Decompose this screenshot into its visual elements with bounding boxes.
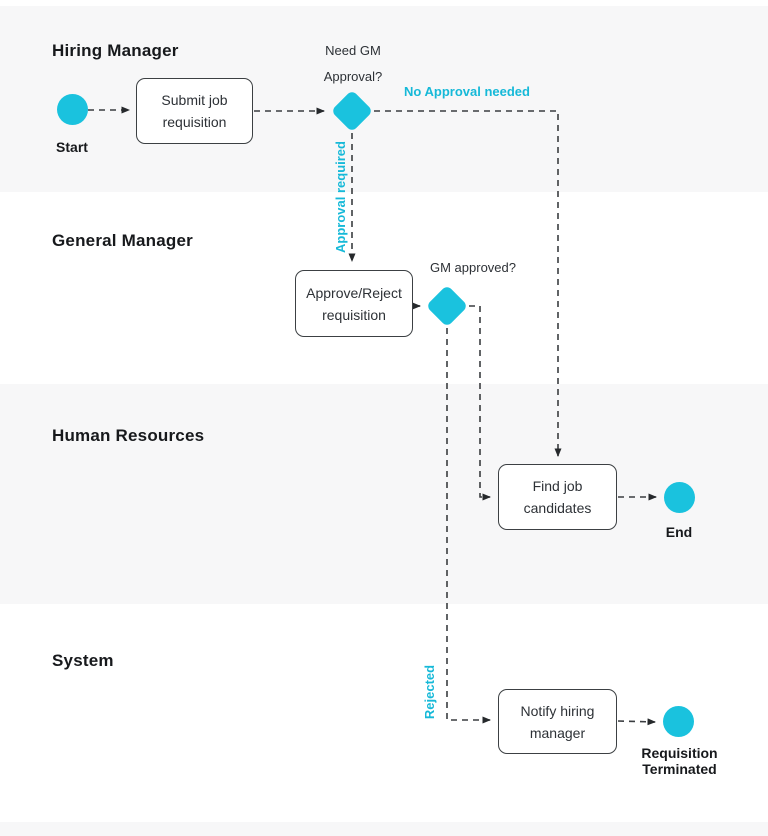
- lane-title-hiring-manager: Hiring Manager: [52, 41, 179, 60]
- edge-label-rejected: Rejected: [422, 664, 437, 720]
- terminated-event-circle: [663, 706, 694, 737]
- lane-title-human-resources: Human Resources: [52, 426, 205, 445]
- lane-strip-bottom: [0, 822, 768, 836]
- task-find-job-candidates: Find job candidates: [498, 464, 617, 530]
- task-approve-reject-requisition: Approve/Reject requisition: [295, 270, 413, 337]
- task-submit-job-requisition: Submit job requisition: [136, 78, 253, 144]
- end-event-label: End: [665, 524, 693, 540]
- gateway1-question-label: Need GM Approval?: [323, 43, 383, 84]
- lane-system: [0, 604, 768, 822]
- edge-label-no-approval-needed: No Approval needed: [404, 84, 530, 99]
- lane-title-general-manager: General Manager: [52, 231, 193, 250]
- task-notify-hiring-manager: Notify hiring manager: [498, 689, 617, 754]
- terminated-event-label: Requisition Terminated: [641, 745, 718, 777]
- start-event-label: Start: [56, 139, 88, 155]
- edge-label-approval-required: Approval required: [333, 141, 348, 253]
- gateway2-question-label: GM approved?: [430, 260, 516, 275]
- start-event-circle: [57, 94, 88, 125]
- end-event-circle: [664, 482, 695, 513]
- lane-human-resources: [0, 384, 768, 604]
- lane-title-system: System: [52, 651, 114, 670]
- lane-hiring-manager: [0, 6, 768, 192]
